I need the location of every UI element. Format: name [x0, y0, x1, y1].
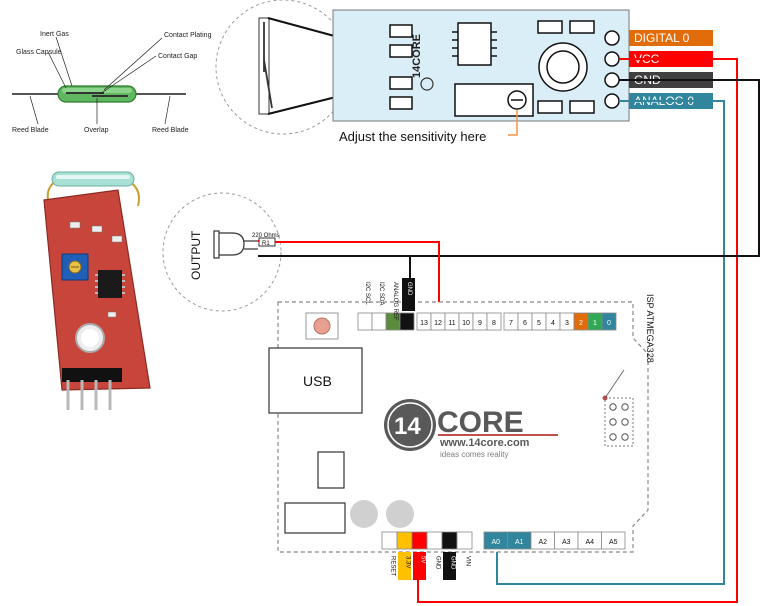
power-pin-label: RESET [390, 556, 396, 576]
analog-pin-label: A4 [585, 539, 594, 546]
digital-pin-label: 6 [523, 320, 527, 327]
analog-pin-label: A5 [609, 539, 618, 546]
power-pin-label: 3.3V [405, 556, 411, 568]
reed-blade-right-label: Reed Blade [152, 127, 189, 134]
digital-pin-label: 8 [492, 320, 496, 327]
arduino-board: USB ISP ATMEGA328 14 CORE www.14core.com… [268, 294, 655, 553]
digital-pin-label: 4 [551, 320, 555, 327]
analog-pin-label: A1 [515, 539, 524, 546]
glass-capsule-label: Glass Capsule [16, 49, 62, 56]
contact-gap-label: Contact Gap [158, 53, 197, 60]
digital-pin-label: 5 [537, 320, 541, 327]
digital-pin-label: 1 [593, 320, 597, 327]
digital-pin-label: 11 [448, 320, 455, 327]
inert-gas-label: Inert Gas [40, 31, 69, 38]
module-pin-tag [629, 30, 713, 46]
led-output: OUTPUT 220 Ohms R1 [162, 192, 282, 312]
digital-pin-label: 13 [420, 320, 428, 327]
analog-header: A0 A1 A2 A3 A4 A5 [483, 531, 626, 550]
analog-pin-A5 [601, 531, 626, 550]
reed-switch-illustration: Inert Gas Glass Capsule Contact Plating … [12, 31, 212, 134]
header-pin [399, 312, 415, 331]
power-pin [426, 531, 443, 550]
isp-label: ISP ATMEGA328 [645, 294, 655, 363]
gnd-label-bg [402, 278, 415, 311]
power-pin-label: 5V [420, 556, 426, 563]
arduino-logo: 14 CORE www.14core.com ideas comes reali… [384, 399, 558, 459]
wires [258, 58, 760, 603]
power-label-bg [413, 552, 426, 580]
logo-tagline: ideas comes reality [440, 450, 508, 459]
top-header-label: GND [406, 282, 412, 296]
usb-label: USB [303, 373, 332, 389]
power-pin-label: GND [435, 556, 441, 570]
digital-pin-label: 12 [434, 320, 442, 327]
digital-pin-label: 0 [607, 320, 611, 327]
resistor-value-label: 220 Ohms [252, 233, 280, 239]
analog-pin-label: A3 [562, 539, 571, 546]
digital-pin-label: 7 [509, 320, 513, 327]
output-label: OUTPUT [189, 230, 203, 280]
power-pin [381, 531, 398, 550]
power-pin-label: VIN [465, 556, 471, 566]
header-pin [357, 312, 373, 331]
logo-website: www.14core.com [439, 437, 530, 449]
module-pin-label: DIGITAL 0 [634, 31, 690, 45]
module-logo: 14CORE [411, 34, 434, 91]
logo-number: 14 [394, 413, 421, 440]
top-header-labels: I2C SCL I2C SDA ANALOG REF GND [364, 278, 415, 321]
module-brand: 14CORE [411, 34, 423, 78]
power-pin [411, 531, 428, 550]
top-header-label: I2C SDA [378, 282, 384, 305]
power-pin [456, 531, 473, 550]
reed-blade-left-label: Reed Blade [12, 127, 49, 134]
analog-pin-label: A0 [491, 539, 500, 546]
top-header-label: ANALOG REF [392, 282, 398, 321]
logo-text: CORE [437, 406, 524, 439]
digital-pin-label: 2 [579, 320, 583, 327]
digital-pin-0 [601, 312, 617, 331]
power-pin [441, 531, 458, 550]
module-pin-0: DIGITAL 0 [629, 30, 713, 46]
contact-plating-label: Contact Plating [164, 32, 212, 39]
overlap-label: Overlap [84, 127, 109, 134]
power-header-labels: RESET 3.3V 5V GND GND VIN [390, 552, 471, 580]
header-pin [371, 312, 387, 331]
resistor-name-label: R1 [262, 241, 270, 247]
power-pin [396, 531, 413, 550]
sensor-module-board: 14CORE [332, 9, 630, 122]
digital-pin-label: 3 [565, 320, 569, 327]
analog-pin-label: A2 [538, 539, 547, 546]
digital-pin-label: 9 [478, 320, 482, 327]
digital-pin-label: 10 [462, 320, 470, 327]
power-pin-label: GND [450, 556, 456, 570]
power-header [381, 531, 473, 550]
reed-sensor-module-photo [43, 171, 151, 410]
power-label-bg [443, 552, 456, 580]
top-header-label: I2C SCL [364, 282, 370, 305]
power-label-bg [398, 552, 411, 580]
adjust-sensitivity-label: Adjust the sensitivity here [339, 129, 486, 144]
digital-pin-8 [486, 312, 502, 331]
